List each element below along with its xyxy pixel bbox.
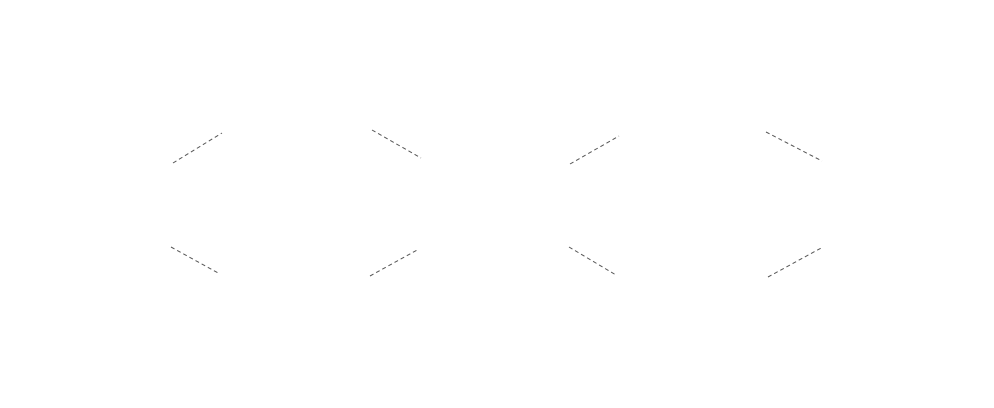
right-frame-top-right-mark bbox=[765, 131, 823, 162]
right-frame-bottom-right-mark bbox=[767, 246, 824, 278]
left-frame bbox=[170, 129, 422, 277]
left-frame-top-left-mark bbox=[172, 132, 223, 164]
right-frame bbox=[568, 131, 824, 278]
left-frame-bottom-left-mark bbox=[170, 246, 221, 275]
right-frame-top-left-mark bbox=[569, 135, 620, 165]
left-frame-bottom-right-mark bbox=[369, 248, 420, 277]
left-frame-top-right-mark bbox=[371, 129, 422, 159]
right-frame-bottom-left-mark bbox=[568, 246, 617, 276]
